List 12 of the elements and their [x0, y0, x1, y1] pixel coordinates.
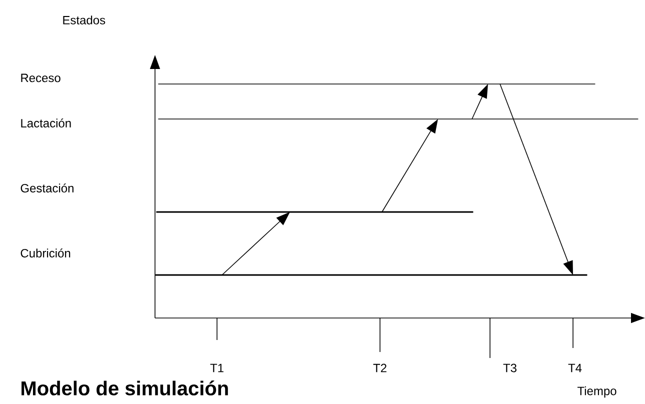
state-label: Cubrición: [20, 248, 70, 258]
state-label: Lactación: [21, 118, 71, 128]
tick-label: T2: [373, 364, 386, 372]
tick-label: T4: [568, 364, 582, 372]
tick-label: T1: [210, 364, 224, 372]
tick-label: T3: [503, 364, 516, 372]
axis-label: Tiempo: [577, 386, 616, 398]
arrow: [222, 212, 290, 276]
axis-label: Estados: [63, 16, 106, 24]
title: Modelo de simulación: [22, 380, 228, 396]
state-label: Receso: [21, 74, 60, 82]
state-label: Gestación: [20, 184, 74, 192]
